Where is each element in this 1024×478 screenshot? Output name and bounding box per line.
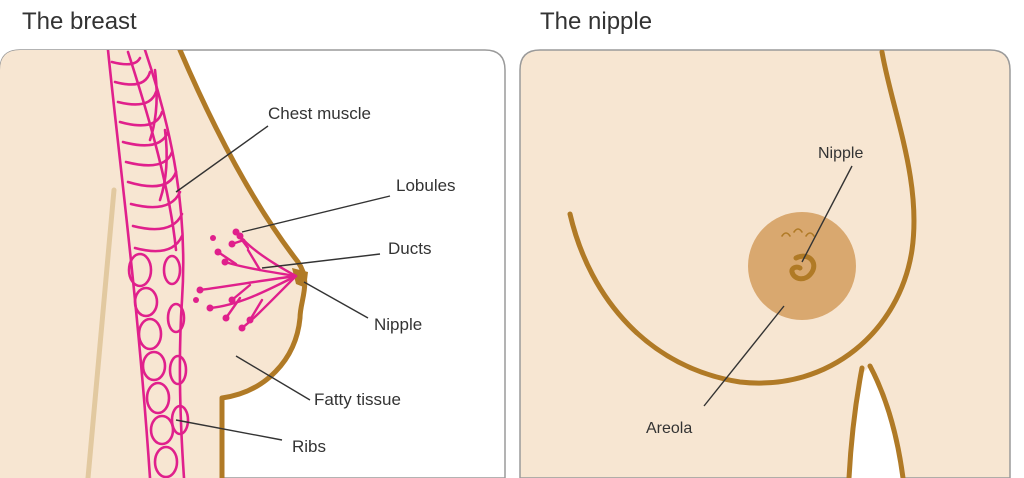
label-fatty-tissue: Fatty tissue xyxy=(314,390,401,409)
label-nipple: Nipple xyxy=(818,145,863,162)
areola xyxy=(748,212,856,320)
nipple-panel: Nipple Areola xyxy=(519,49,1011,478)
label-breast-nipple: Nipple xyxy=(374,315,422,334)
leader-fatty-tissue xyxy=(235,355,311,401)
back-line xyxy=(85,187,117,478)
leader-nipple-right xyxy=(801,165,853,263)
leader-chest-muscle xyxy=(175,125,269,193)
nipple-curl xyxy=(789,253,817,282)
breast-nipple xyxy=(292,268,308,288)
ducts-and-lobules xyxy=(198,230,298,330)
nipple-panel-title: The nipple xyxy=(540,8,653,35)
leader-lobules xyxy=(241,195,391,233)
lobule-dots xyxy=(193,228,254,332)
leader-areola xyxy=(703,305,785,407)
side-line-left xyxy=(846,365,865,478)
underarm-gap xyxy=(848,366,905,478)
montgomery-glands xyxy=(781,228,815,237)
chest-wall xyxy=(106,50,190,478)
label-areola: Areola xyxy=(646,420,692,437)
label-ribs: Ribs xyxy=(292,437,326,456)
breast-panel-title: The breast xyxy=(22,8,137,35)
breast-panel: Chest muscle Lobules Ducts Nipple Fatty … xyxy=(0,49,506,478)
leader-nipple xyxy=(303,281,369,319)
leader-ducts xyxy=(261,253,381,269)
breast-front-outline xyxy=(567,50,917,386)
label-ducts: Ducts xyxy=(388,239,431,258)
label-chest-muscle: Chest muscle xyxy=(268,104,371,123)
label-lobules: Lobules xyxy=(396,176,456,195)
side-line-right xyxy=(867,363,906,478)
leader-ribs xyxy=(175,419,283,441)
